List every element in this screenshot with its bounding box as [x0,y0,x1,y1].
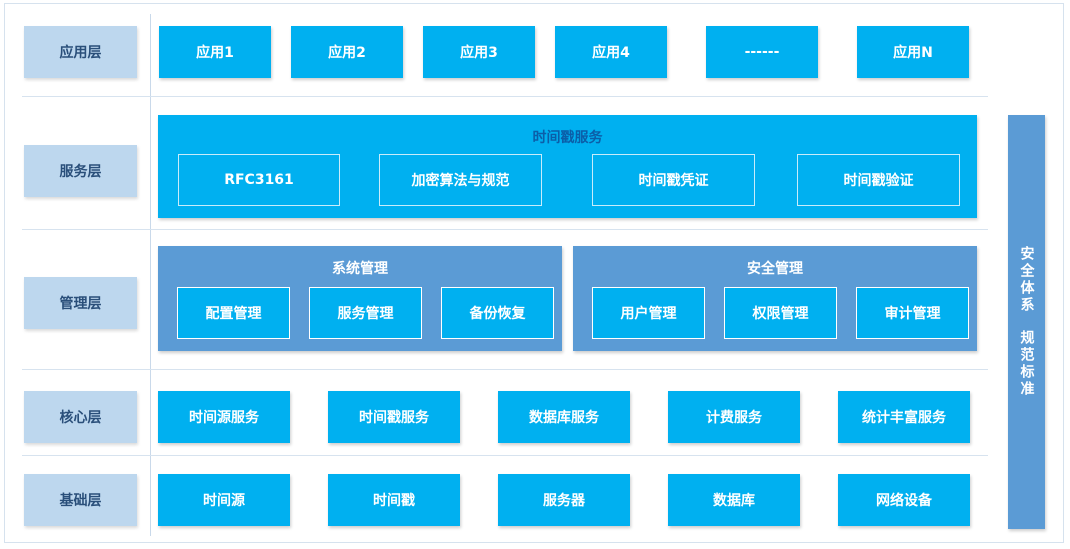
system-mgmt-item-config: 配置管理 [177,287,290,339]
layer-label-service: 服务层 [24,145,137,197]
divider-row-4 [22,455,988,456]
app-box-4: 应用4 [555,26,667,78]
service-item-crypto: 加密算法与规范 [379,154,542,206]
layer-label-app: 应用层 [24,26,137,78]
service-item-verify: 时间戳验证 [797,154,960,206]
core-box-timestamp: 时间戳服务 [328,391,460,443]
app-box-1: 应用1 [159,26,271,78]
security-mgmt-item-audit: 审计管理 [856,287,969,339]
base-box-database: 数据库 [668,474,800,526]
core-box-database: 数据库服务 [498,391,630,443]
layer-label-mgmt: 管理层 [24,277,137,329]
standards-text: 规范标准 [1018,330,1035,398]
app-box-n: 应用N [857,26,969,78]
layer-label-base: 基础层 [24,474,137,526]
layer-label-core: 核心层 [24,391,137,443]
divider-row-2 [22,229,988,230]
service-panel: 时间戳服务 RFC3161 加密算法与规范 时间戳凭证 时间戳验证 [158,115,977,218]
system-mgmt-panel: 系统管理 配置管理 服务管理 备份恢复 [158,246,562,351]
security-mgmt-title: 安全管理 [747,261,803,277]
app-box-2: 应用2 [291,26,403,78]
service-panel-title: 时间戳服务 [532,130,603,146]
core-box-billing: 计费服务 [668,391,800,443]
security-system-text: 安全体系 [1018,246,1035,314]
app-box-ellipsis: ------ [706,26,818,78]
base-box-timestamp: 时间戳 [328,474,460,526]
system-mgmt-item-service: 服务管理 [309,287,422,339]
divider-vertical [150,14,151,536]
system-mgmt-title: 系统管理 [332,261,388,277]
system-mgmt-item-backup: 备份恢复 [441,287,554,339]
service-item-rfc: RFC3161 [178,154,340,206]
base-box-network: 网络设备 [838,474,970,526]
app-box-3: 应用3 [423,26,535,78]
security-mgmt-item-permission: 权限管理 [724,287,837,339]
core-box-time-source: 时间源服务 [158,391,290,443]
base-box-server: 服务器 [498,474,630,526]
core-box-statistics: 统计丰富服务 [838,391,970,443]
security-mgmt-item-user: 用户管理 [592,287,705,339]
divider-row-1 [22,96,988,97]
base-box-time-source: 时间源 [158,474,290,526]
security-mgmt-panel: 安全管理 用户管理 权限管理 审计管理 [573,246,977,351]
service-item-credential: 时间戳凭证 [592,154,755,206]
security-standards-bar: 安全体系 规范标准 [1008,115,1045,529]
divider-row-3 [22,369,988,370]
